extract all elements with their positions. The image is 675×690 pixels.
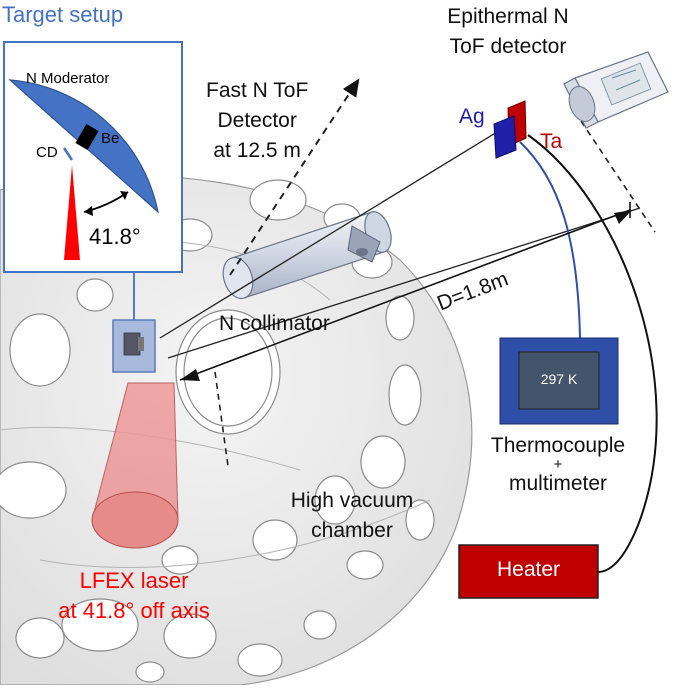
thermocouple-line-3: multimeter <box>508 472 608 495</box>
be-label: Be <box>101 130 120 147</box>
cables <box>519 134 658 573</box>
target-holder <box>112 319 156 373</box>
laser-beam <box>91 382 179 549</box>
fast-detector-line-3: at 12.5 m <box>213 139 301 162</box>
multimeter <box>499 337 619 425</box>
fast-detector-label: Fast N ToF Detector at 12.5 m <box>206 76 308 166</box>
multimeter-reading: 297 K <box>540 371 578 387</box>
angle-label: 41.8° <box>89 224 141 249</box>
epithermal-line-1: Epithermal N <box>447 5 569 28</box>
vacuum-line-2: chamber <box>311 519 393 542</box>
fast-detector-line-1: Fast N ToF <box>206 79 309 102</box>
ta-label: Ta <box>540 130 563 153</box>
thermocouple-label: Thermocouple + multimeter <box>468 434 648 496</box>
collimator-label: N collimator <box>219 312 330 335</box>
epithermal-line-2: ToF detector <box>449 35 567 58</box>
laser-line-1: LFEX laser <box>79 568 189 593</box>
distance-arrow <box>179 202 631 381</box>
collimator <box>222 211 392 300</box>
thermocouple-line-2: + <box>553 456 563 473</box>
vacuum-line-1: High vacuum <box>290 489 414 512</box>
vacuum-chamber-label: High vacuum chamber <box>276 486 428 546</box>
inset-title: Target setup <box>2 2 124 27</box>
ag-label: Ag <box>459 105 485 128</box>
beam-lines <box>159 78 656 467</box>
cd-label: CD <box>36 144 58 161</box>
laser-label: LFEX laser at 41.8° off axis <box>26 566 242 626</box>
thermocouple-line-1: Thermocouple <box>490 434 626 457</box>
epithermal-detector <box>563 51 669 129</box>
laser-line-2: at 41.8° off axis <box>58 598 210 623</box>
heater-box <box>458 544 599 599</box>
foils <box>493 100 527 159</box>
fast-detector-line-2: Detector <box>217 109 297 132</box>
heater-label: Heater <box>496 558 561 581</box>
target-setup-inset <box>3 41 183 273</box>
moderator-label: N Moderator <box>26 70 110 87</box>
epithermal-detector-label: Epithermal N ToF detector <box>428 2 588 62</box>
vacuum-chamber <box>0 175 473 686</box>
